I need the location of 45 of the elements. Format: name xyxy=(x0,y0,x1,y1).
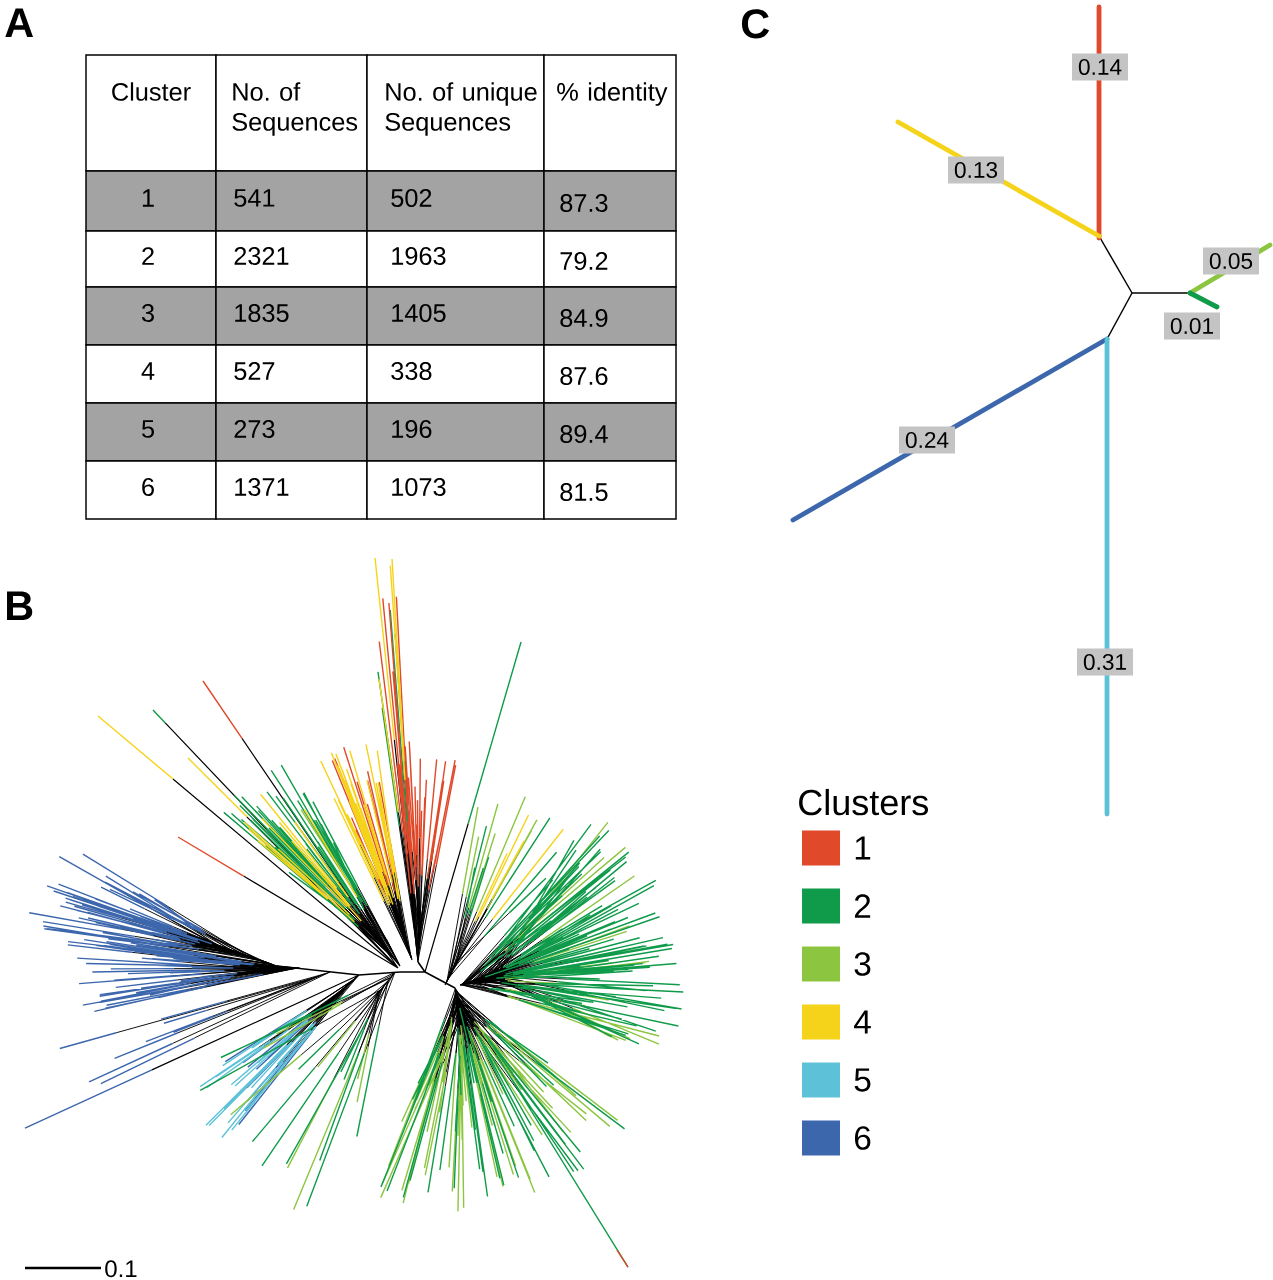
table-cell: 81.5 xyxy=(543,460,677,520)
legend-label: 6 xyxy=(854,1126,871,1150)
table-cell: 1073 xyxy=(366,460,545,520)
branch-length-label: 0.01 xyxy=(1164,312,1220,340)
panel-letter: C xyxy=(741,9,769,39)
table-cell: 1 xyxy=(85,170,217,232)
branch-length-label: 0.31 xyxy=(1077,648,1133,676)
legend-label: 5 xyxy=(854,1068,871,1092)
table-cell: 87.6 xyxy=(543,344,677,404)
table-cell: 541 xyxy=(215,170,368,232)
table-header-cell: Cluster xyxy=(85,54,217,172)
legend-label: 3 xyxy=(854,952,871,976)
legend-label: 4 xyxy=(854,1010,871,1034)
table-header-cell: No. of unique Sequences xyxy=(366,54,545,172)
table-cell: 527 xyxy=(215,344,368,404)
table-cell: 196 xyxy=(366,402,545,462)
table-cell: 87.3 xyxy=(543,170,677,232)
table-cell: 1963 xyxy=(366,230,545,288)
table-header-cell: No. of Sequences xyxy=(215,54,368,172)
table-cell: 5 xyxy=(85,402,217,462)
panel-letter: A xyxy=(5,8,34,37)
table-cell: 502 xyxy=(366,170,545,232)
legend-label: 2 xyxy=(854,894,871,918)
table-cell: 84.9 xyxy=(543,286,677,346)
table-cell: 338 xyxy=(366,344,545,404)
branch-length-label: 0.13 xyxy=(948,156,1004,184)
table-cell: 273 xyxy=(215,402,368,462)
scale-label: 0.1 xyxy=(105,1260,137,1278)
table-cell: 2321 xyxy=(215,230,368,288)
legend-title: Clusters xyxy=(799,788,928,816)
table-cell: 2 xyxy=(85,230,217,288)
branch-length-label: 0.14 xyxy=(1072,53,1128,81)
table-cell: 6 xyxy=(85,460,217,520)
table-cell: 1371 xyxy=(215,460,368,520)
table-cell: 89.4 xyxy=(543,402,677,462)
table-cell: 1835 xyxy=(215,286,368,346)
branch-length-label: 0.24 xyxy=(899,426,955,454)
table-cell: 79.2 xyxy=(543,230,677,288)
table-cell: 1405 xyxy=(366,286,545,346)
legend-label: 1 xyxy=(855,836,871,860)
branch-length-label: 0.05 xyxy=(1203,247,1259,275)
table-cell: 4 xyxy=(85,344,217,404)
table-cell: 3 xyxy=(85,286,217,346)
table-header-cell: % identity xyxy=(543,54,677,172)
panel-letter: B xyxy=(7,591,33,620)
